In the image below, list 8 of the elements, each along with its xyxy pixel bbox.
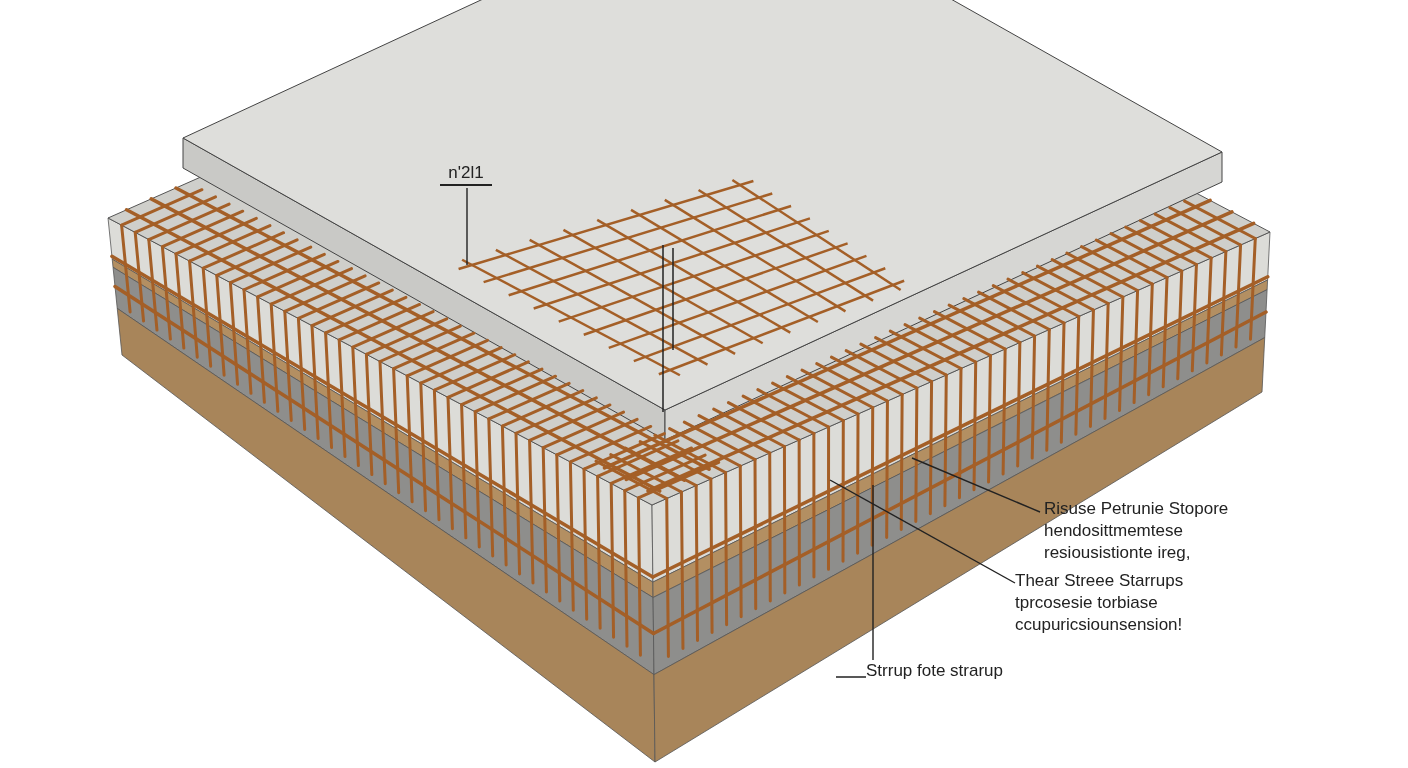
callout-label: Strrup fote strarup (866, 660, 1056, 682)
callout-label: Risuse Petrunie Stopore hendosittmemtese resiousistionte ireg, (1040, 498, 1280, 564)
leader-line (829, 479, 1016, 584)
leader-line (911, 457, 1041, 513)
callout-label: n'2l1 (440, 162, 492, 186)
leader-line (835, 484, 874, 678)
leader-line (466, 187, 468, 266)
callout-label: Thear Streee Starrups tprcosesie torbiase ccupuricsiounsension! (1015, 570, 1255, 636)
